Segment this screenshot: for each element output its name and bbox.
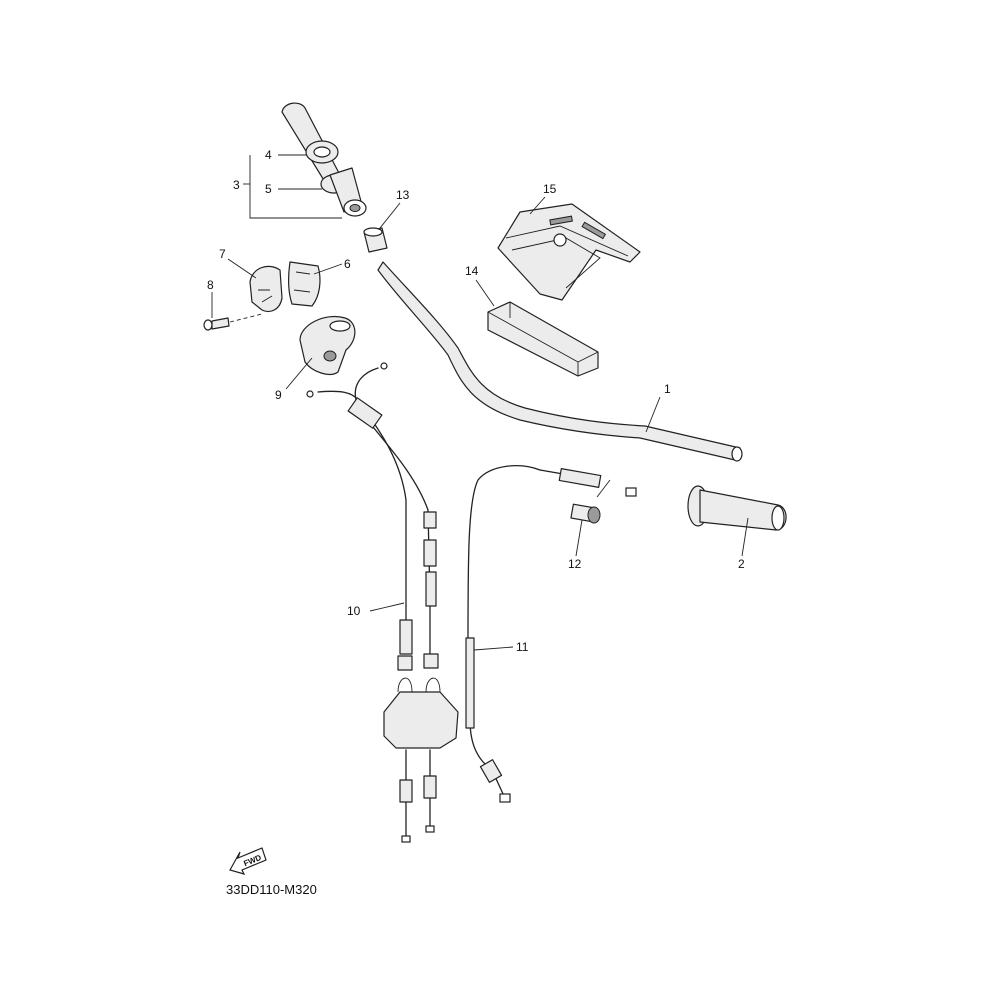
handlebar[interactable] bbox=[377, 261, 743, 462]
adjuster-12[interactable] bbox=[570, 503, 601, 524]
screw-8[interactable] bbox=[203, 313, 263, 331]
callout-13: 13 bbox=[396, 188, 410, 202]
callout-10: 10 bbox=[347, 604, 361, 618]
fwd-arrow-icon: FWD bbox=[229, 847, 267, 875]
throttle-grip-assembly[interactable] bbox=[281, 102, 367, 217]
callout-2: 2 bbox=[738, 557, 745, 571]
pad-14[interactable] bbox=[487, 301, 599, 377]
callout-1: 1 bbox=[664, 382, 671, 396]
callout-8: 8 bbox=[207, 278, 214, 292]
callout-3: 3 bbox=[233, 178, 240, 192]
throttle-cables-10[interactable] bbox=[306, 362, 459, 843]
pad-cover-15[interactable] bbox=[497, 203, 641, 301]
callout-4: 4 bbox=[265, 148, 272, 162]
sleeve-13[interactable] bbox=[363, 227, 388, 253]
cover-9[interactable] bbox=[299, 316, 356, 375]
callout-7: 7 bbox=[219, 247, 226, 261]
callout-15: 15 bbox=[543, 182, 557, 196]
callout-11: 11 bbox=[516, 640, 529, 654]
grip-left-2[interactable] bbox=[687, 485, 787, 531]
callout-12: 12 bbox=[568, 557, 582, 571]
housing-upper-7[interactable] bbox=[249, 265, 283, 313]
clutch-cable-11[interactable] bbox=[465, 465, 637, 803]
housing-lower-6[interactable] bbox=[288, 261, 321, 307]
leader-lines bbox=[211, 154, 749, 651]
diagram-code: 33DD110-M320 bbox=[226, 882, 317, 897]
callout-9: 9 bbox=[275, 388, 282, 402]
callout-labels: 1 2 3 4 5 6 7 8 9 10 11 12 13 14 15 bbox=[207, 148, 745, 654]
callout-6: 6 bbox=[344, 257, 351, 271]
callout-14: 14 bbox=[465, 264, 479, 278]
callout-5: 5 bbox=[265, 182, 272, 196]
